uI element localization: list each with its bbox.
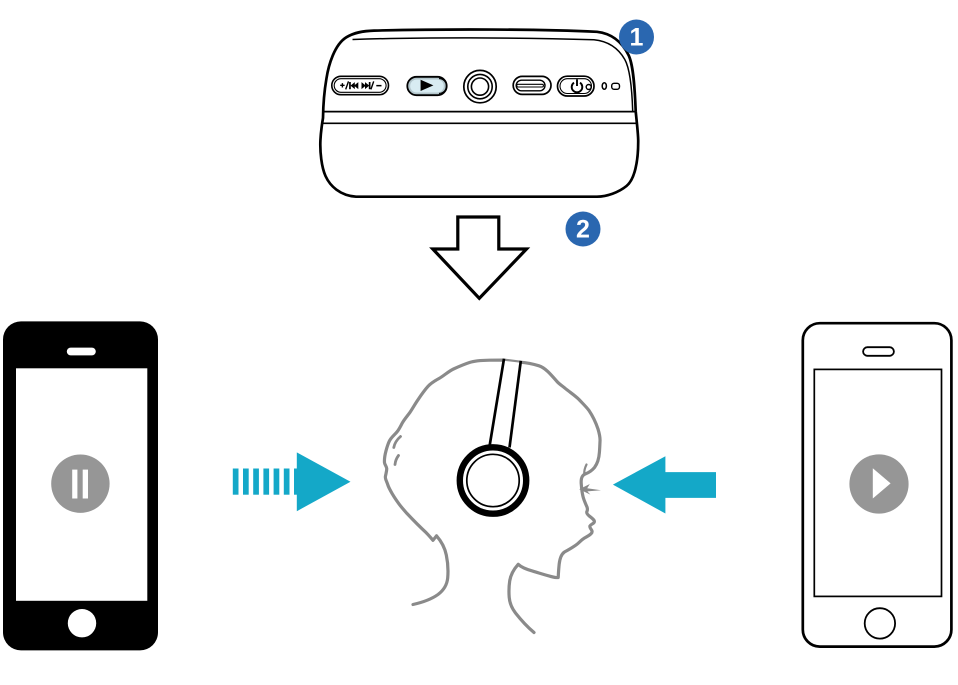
svg-text:1: 1	[630, 24, 644, 52]
svg-text:2: 2	[576, 216, 590, 244]
